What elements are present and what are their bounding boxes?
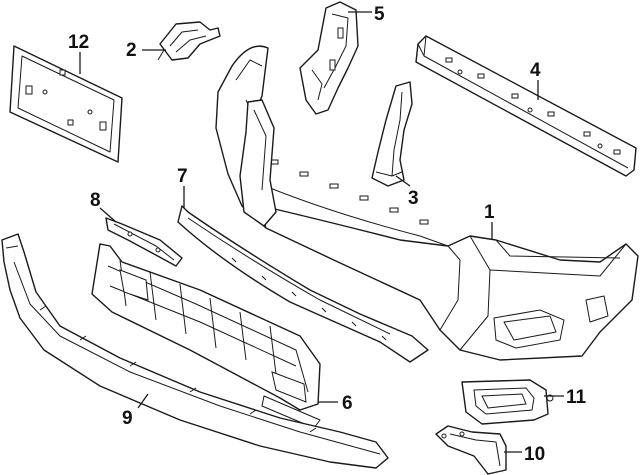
callout-2: 2 bbox=[126, 40, 137, 61]
mount-bracket-part-2 bbox=[157, 21, 221, 61]
corner-trim-part-10 bbox=[435, 425, 507, 475]
reinforcement-beam-part-4 bbox=[415, 35, 637, 177]
leader-3 bbox=[395, 175, 411, 187]
lower-absorber-part-7 bbox=[177, 205, 429, 363]
lower-valance-part-9 bbox=[1, 233, 389, 469]
callout-9: 9 bbox=[122, 408, 133, 429]
callout-6: 6 bbox=[342, 393, 353, 414]
bumper-cover-part-1 bbox=[215, 45, 639, 361]
lower-grille-part-6 bbox=[91, 243, 321, 429]
callout-5: 5 bbox=[374, 4, 385, 25]
upper-side-bracket-part-5 bbox=[299, 1, 359, 115]
side-support-bracket-part-3 bbox=[371, 81, 413, 187]
license-plate-bracket-part-12 bbox=[9, 45, 123, 163]
callout-11: 11 bbox=[566, 387, 587, 408]
leader-8 bbox=[99, 207, 117, 223]
callout-12: 12 bbox=[68, 32, 89, 53]
leader-9 bbox=[137, 393, 149, 409]
fog-lamp-bezel-part-11 bbox=[461, 379, 554, 425]
clip-strip-part-8 bbox=[105, 217, 183, 267]
callout-7: 7 bbox=[177, 166, 188, 187]
callout-labels: 12 2 5 4 3 1 7 8 6 9 11 10 bbox=[68, 4, 587, 465]
callout-8: 8 bbox=[90, 190, 101, 211]
callout-3: 3 bbox=[408, 188, 419, 209]
bumper-inner-mount bbox=[239, 99, 277, 227]
callout-4: 4 bbox=[530, 60, 541, 81]
callout-10: 10 bbox=[524, 444, 545, 465]
callout-1: 1 bbox=[484, 202, 495, 223]
leader-lines bbox=[79, 11, 564, 453]
